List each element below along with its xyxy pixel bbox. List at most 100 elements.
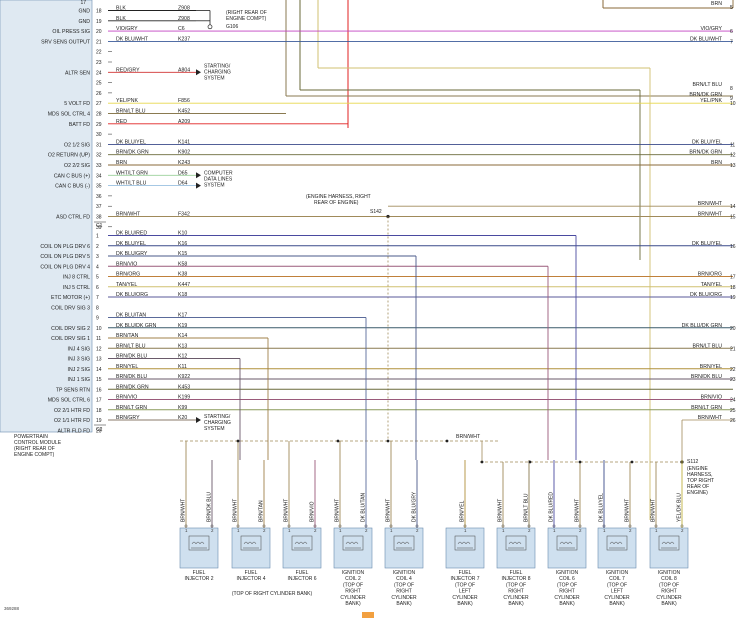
right-pin-number: 6 [730,29,733,35]
component-label: BANK) [609,601,625,607]
component-label: CYLINDER [604,595,630,601]
pin-number: 33 [96,163,102,169]
circuit-label: K13 [178,343,187,349]
starting-charging-note: CHARGING [204,69,231,75]
component-label: RIGHT [345,589,361,595]
winding-icon [191,541,205,545]
circuit-label: K20 [178,415,187,421]
splice-dot [386,439,390,443]
connector-pin [654,524,658,528]
circuit-label: F342 [178,212,190,218]
connector-pin-number: 1 [603,528,606,533]
right-wire-label: TAN/YEL [701,282,722,288]
vertical-wire-label: BRN/WHT [498,499,504,522]
vertical-wire-label: BRN/WHT [284,499,290,522]
right-pin-number: 9 [730,96,733,102]
vertical-wire-label: BRN/WHT [335,499,341,522]
wire-color-label: RED [116,119,127,125]
connector-pin-number: 1 [390,528,393,533]
circuit-label: K453 [178,384,190,390]
wire-color-label: DK BLU/ORG [116,292,148,298]
right-pin-number: 17 [730,275,736,281]
pcm-signal-label: ALTR FLD FD [58,428,91,434]
circuit-label: A209 [178,119,190,125]
pcm-signal-label: COIL ON PLG DRV 5 [40,254,90,260]
wire-color-label: TAN/YEL [116,282,137,288]
wire-color-label: BRN/TAN [116,333,139,339]
right-pin-number: 8 [730,86,733,92]
vertical-wire-label: DK BLU/TAN [361,493,367,522]
circuit-label: K18 [178,292,187,298]
connector-pin-number: 1 [553,528,556,533]
connector-pin-number: 1 [502,528,505,533]
splice-dot [236,439,240,443]
connector-pin [389,524,393,528]
pcm-signal-label: GND [78,19,90,25]
component-label: CYLINDER [391,595,417,601]
coil-icon [606,535,628,551]
circuit-label: K902 [178,150,190,156]
winding-icon [661,541,675,545]
right-pin-number: 7 [730,39,733,45]
connector-pin [602,524,606,528]
right-wire-label: BRN/LT GRN [691,405,722,411]
computer-data-note: DATA LINES [204,176,233,182]
injector-icon [454,535,476,551]
component-label: LEFT [611,589,623,595]
pin-number: 36 [96,194,102,200]
component-label: (TOP OF [394,582,414,588]
ground-note: (RIGHT REAR OF [226,10,267,16]
circuit-label: K12 [178,354,187,360]
computer-data-note: SYSTEM [204,182,225,188]
winding-icon [396,541,410,545]
wire-color-label: BRN/LT BLU [116,343,146,349]
pcm-signal-label: INJ 1 SIG [68,377,91,383]
splice-s112-note: (ENGINE [687,466,709,472]
circuit-label: K11 [178,364,187,370]
pin-number: 20 [96,29,102,35]
circuit-label: K38 [178,272,187,278]
splice-s112-note: HARNESS, [687,472,713,478]
pin-number: 29 [96,122,102,128]
component-label: BANK) [661,601,677,607]
coil-icon [342,535,364,551]
connector-pin-number: 1 [288,528,291,533]
wire-color-label: DK BLU/YEL [116,139,146,145]
pin-number: 15 [96,377,102,383]
circuit-label: K19 [178,323,187,329]
splice-dot [480,460,484,464]
pcm-signal-label: O2 1/2 SIG [64,142,90,148]
connector-pin [680,524,684,528]
bottom-caption: (TOP OF RIGHT CYLINDER BANK) [232,591,313,597]
pin-number: 39 [96,225,102,231]
connector-pin-number: 1 [464,528,467,533]
circuit-label: K99 [178,405,187,411]
connector-pin [578,524,582,528]
right-wire-label: DK BLU/DK GRN [682,323,723,329]
circuit-label: K10 [178,231,187,237]
winding-icon [508,541,522,545]
right-wire-label: BRN/WHT [698,201,723,207]
pcm-label-line: POWERTRAIN [14,434,48,440]
connector-pin [501,524,505,528]
pcm-label-line: (RIGHT REAR OF [14,446,55,452]
right-wire-label: VIO/GRY [700,26,722,32]
component-label: FUEL [459,570,472,576]
vertical-wire-label: BRN/WHT [625,499,631,522]
circuit-label: K243 [178,160,190,166]
right-pin-number: 21 [730,346,736,352]
pin-number: 4 [96,264,99,270]
component-label: (TOP OF [506,582,526,588]
splice-s112-ref: S112 [687,459,699,465]
circuit-label: K447 [178,282,190,288]
component-label: CYLINDER [656,595,682,601]
wire-color-label: BLK [116,16,126,22]
pcm-signal-label: COIL DRV SIG 2 [51,326,90,332]
vertical-wire-label: DK BLU/YEL [599,493,605,522]
pin-number: 23 [96,60,102,66]
pcm-signal-label: BATT FD [69,122,90,128]
component-label: CYLINDER [340,595,366,601]
connector-c1-label: C1 [96,223,103,229]
circuit-label: K16 [178,241,187,247]
right-wire-label: BRN [711,1,722,7]
